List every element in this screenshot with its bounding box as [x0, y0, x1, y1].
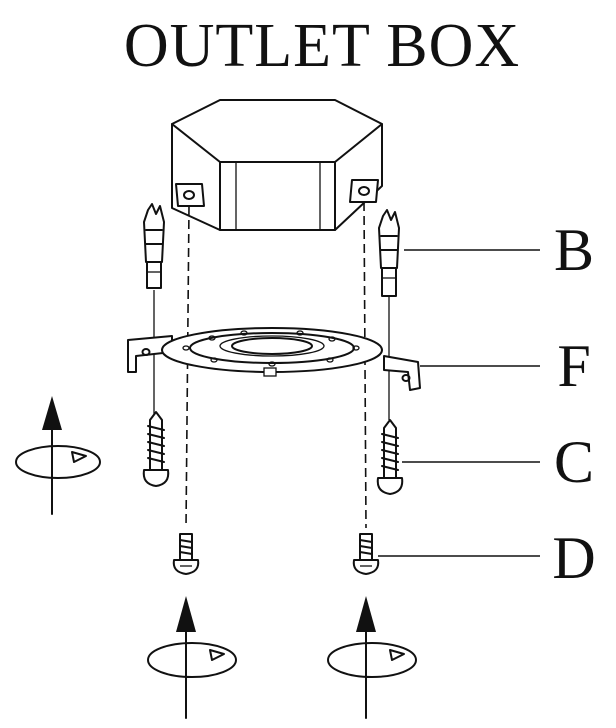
mounting-bracket	[127, 327, 421, 391]
outlet-box	[171, 99, 383, 231]
machine-screw-left	[172, 533, 200, 575]
machine-screw-right	[352, 533, 380, 575]
wood-screw-left	[142, 411, 170, 487]
rotate-up-arrow-right-icon	[327, 596, 417, 719]
callout-label-d: D	[552, 525, 595, 591]
rotate-up-arrow-left-icon	[15, 396, 101, 515]
diagram-title: OUTLET BOX	[124, 12, 520, 80]
wood-screw-right	[376, 419, 404, 495]
callout-leaders	[378, 249, 540, 557]
rotate-up-arrow-center-icon	[147, 596, 237, 719]
wall-anchor-left	[143, 203, 165, 289]
callout-label-b: B	[554, 217, 594, 283]
wall-anchor-right	[378, 209, 400, 297]
callout-label-c: C	[554, 429, 594, 495]
callout-label-f: F	[557, 333, 590, 399]
